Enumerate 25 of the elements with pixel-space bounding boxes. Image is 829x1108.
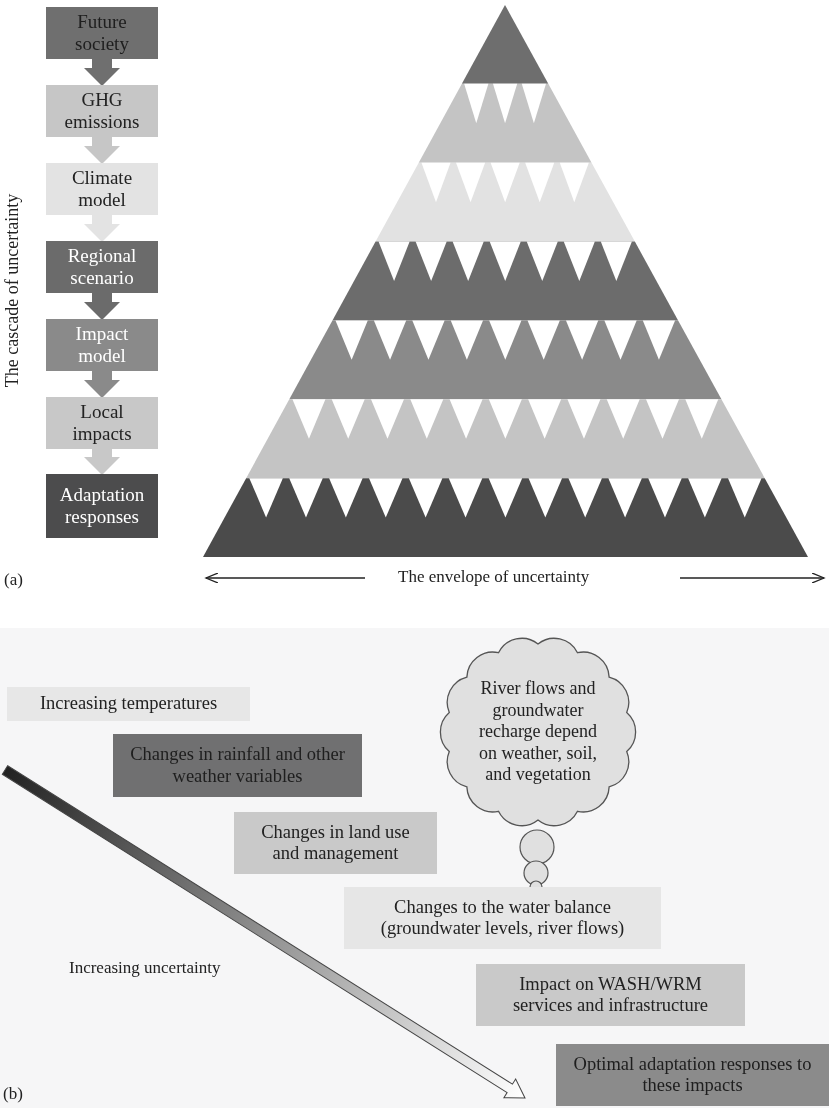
text-box: Impact on WASH/WRM services and infrastructure: [476, 964, 745, 1026]
process-box: Local impacts: [46, 397, 158, 449]
text-box: Changes in rainfall and other weather variables: [113, 734, 362, 797]
axis-title: The cascade of uncertainty: [1, 192, 23, 390]
process-box: GHG emissions: [46, 85, 158, 137]
axis-title: Increasing uncertainty: [69, 958, 221, 978]
text-box: Changes in land use and management: [234, 812, 437, 874]
panel-label: (a): [4, 570, 23, 590]
process-box: Future society: [46, 7, 158, 59]
text-box: Changes to the water balance (groundwater levels, river flows): [344, 887, 661, 949]
text-box: Optimal adaptation responses to these impacts: [556, 1044, 829, 1106]
block-arrow: [84, 59, 120, 86]
cloud-text: River flows and groundwater recharge depend on weather, soil, and vegetation: [477, 678, 599, 786]
block-arrow: [84, 137, 120, 164]
block-arrow: [84, 215, 120, 242]
panel-label: (b): [3, 1084, 23, 1104]
text-box: Increasing temperatures: [7, 687, 250, 721]
block-arrow: [84, 449, 120, 475]
process-box: Regional scenario: [46, 241, 158, 293]
axis-title: The envelope of uncertainty: [398, 567, 590, 587]
process-box: Impact model: [46, 319, 158, 371]
process-box: Climate model: [46, 163, 158, 215]
block-arrow: [84, 293, 120, 320]
block-arrow: [84, 371, 120, 398]
process-box: Adaptation responses: [46, 474, 158, 538]
